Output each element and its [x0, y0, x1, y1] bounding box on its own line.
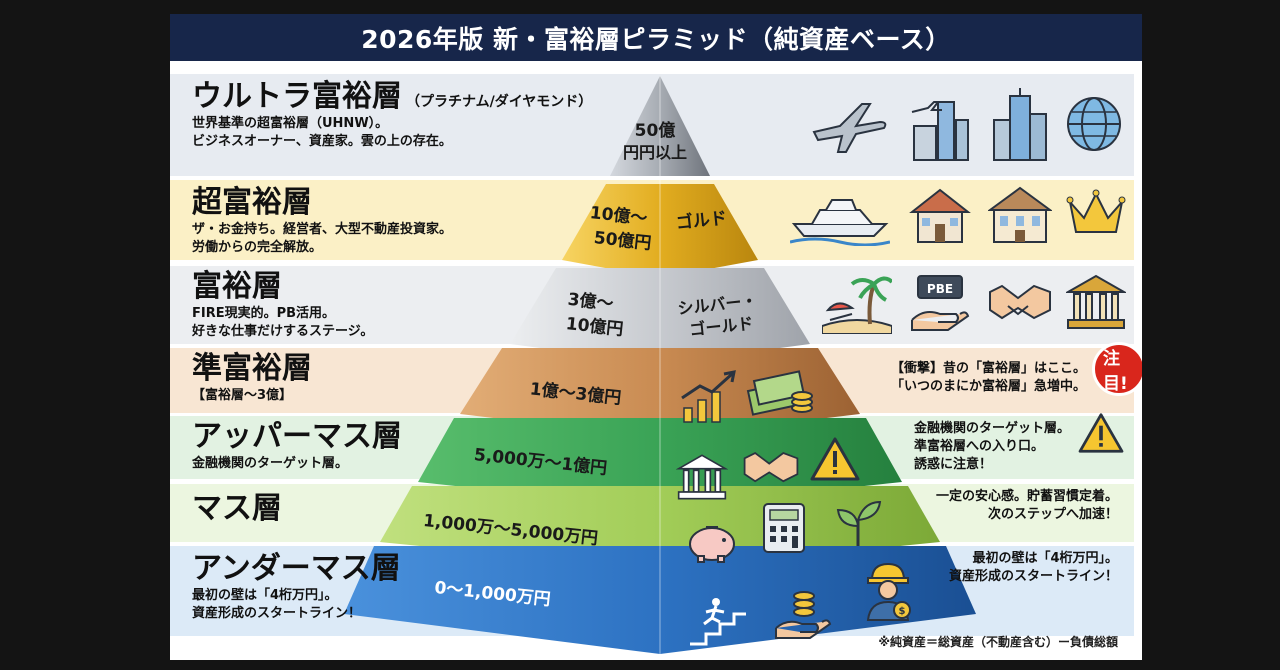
tier-semi-name: 準富裕層: [192, 351, 312, 386]
note-mass: 一定の安心感。貯蓄習慣定着。 次のステップへ加速！: [936, 488, 1118, 524]
yacht-icon: [790, 199, 890, 246]
worker-icon: $: [866, 562, 911, 621]
tier-wealthy-shape: [510, 268, 810, 364]
tier-super-text: 超富裕層 ザ・お金持ち。経営者、大型不動産投資家。労働からの完全解放。: [192, 186, 452, 256]
tier-ultra-text: ウルトラ富裕層（プラチナム/ダイヤモンド） 世界基準の超富裕層（UHNW）。ビジ…: [192, 80, 592, 150]
note-mass-1: 一定の安心感。貯蓄習慣定着。: [935, 489, 1118, 504]
crown-icon: [1066, 189, 1126, 233]
runner-stairs-icon: [690, 598, 746, 646]
tier-under-mass-name: アンダーマス層: [192, 551, 401, 586]
note-mass-2: 次のステップへ加速！: [987, 507, 1118, 523]
tier-semi-text: 準富裕層 【富裕層～3億】: [192, 352, 312, 405]
tier-wealthy-desc-2: 好きな仕事だけするステージ。: [192, 323, 374, 339]
private-bank-icon: PBE: [911, 275, 970, 331]
range-ultra-2: 円円以上: [623, 143, 687, 162]
tier-wealthy-text: 富裕層 FIRE現実的。PB活用。好きな仕事だけするステージ。: [192, 270, 373, 340]
page-title: 2026年版 新・富裕層ピラミッド（純資産ベース）: [361, 24, 951, 54]
tier-wealthy-name: 富裕層: [192, 269, 282, 304]
tier-under-mass-desc-2: 資産形成のスタートライン！: [192, 605, 362, 621]
villa-icon: [988, 186, 1052, 243]
tier-wealthy-desc-1: FIRE現実的。PB活用。: [192, 306, 336, 321]
tier-upper-mass-text: アッパーマス層 金融機関のターゲット層。: [192, 420, 402, 473]
tier-super-desc-1: ザ・お金持ち。経営者、大型不動産投資家。: [192, 222, 453, 237]
tier-ultra-desc-2: ビジネスオーナー、資産家。雲の上の存在。: [192, 133, 452, 149]
note-upper-mass-2: 準富裕層への入り口。: [913, 439, 1044, 455]
city-skyline-icon: [911, 101, 969, 161]
beach-icon: [822, 276, 892, 334]
title-bar: 2026年版 新・富裕層ピラミッド（純資産ベース）: [170, 14, 1142, 61]
note-semi: 【衝撃】昔の「富裕層」はここ。 「いつのまにか富裕層」急増中。: [891, 360, 1086, 396]
coin-hand-icon: [775, 591, 832, 639]
note-upper-mass-1: 金融機関のターゲット層。: [913, 421, 1070, 436]
bank-icon: [1066, 274, 1126, 329]
note-upper-mass-3: 誘惑に注意！: [913, 457, 992, 473]
svg-text:PBE: PBE: [927, 282, 953, 296]
attention-badge: 注目!: [1092, 342, 1142, 396]
calculator-icon: [763, 503, 805, 553]
handshake-icon: [989, 284, 1051, 320]
warning-icon: [1078, 413, 1124, 453]
note-semi-2: 「いつのまにか富裕層」急増中。: [890, 379, 1086, 395]
tier-ultra-name: ウルトラ富裕層: [192, 79, 402, 114]
growth-chart-icon: [681, 370, 736, 423]
svg-text:$: $: [899, 606, 906, 617]
tier-upper-mass-name: アッパーマス層: [192, 419, 402, 454]
note-under-mass: 最初の壁は「4桁万円」。 資産形成のスタートライン！: [949, 550, 1118, 586]
tier-under-mass-desc-1: 最初の壁は「4桁万円」。: [192, 588, 338, 603]
tier-mass-name: マス層: [192, 491, 282, 526]
tier-super-shape: [562, 184, 758, 278]
bank-icon: [676, 454, 728, 500]
footnote: ※純資産＝総資産（不動産含む）ー負債総額: [878, 635, 1118, 649]
tier-upper-mass-shape: [418, 418, 902, 508]
tier-ultra-sub: （プラチナム/ダイヤモンド）: [406, 94, 593, 110]
note-upper-mass: 金融機関のターゲット層。 準富裕層への入り口。 誘惑に注意！: [914, 420, 1070, 475]
tier-super-name: 超富裕層: [192, 185, 312, 220]
sprout-icon: [836, 500, 882, 546]
money-stack-icon: [746, 370, 813, 416]
handshake-icon: [743, 452, 799, 483]
note-under-mass-2: 資産形成のスタートライン！: [948, 569, 1118, 585]
note-under-mass-1: 最初の壁は「4桁万円」。: [972, 551, 1118, 566]
pyramid-card: 2026年版 新・富裕層ピラミッド（純資産ベース） 50億: [170, 14, 1142, 660]
globe-icon: [1067, 97, 1121, 151]
tier-ultra-shape: [610, 76, 710, 176]
tier-ultra-desc-1: 世界基準の超富裕層（UHNW）。: [192, 116, 389, 131]
airplane-icon: [812, 103, 887, 153]
tier-semi-desc-1: 【富裕層～3億】: [192, 388, 293, 403]
tier-semi-shape: [460, 348, 860, 438]
tier-mass-text: マス層: [192, 492, 282, 525]
attention-badge-label: 注目!: [1103, 349, 1128, 394]
note-semi-1: 【衝撃】昔の「富裕層」はここ。: [890, 361, 1086, 376]
mansion-icon: [909, 188, 971, 243]
warning-icon: [810, 437, 860, 481]
range-wealthy-1: 3億～: [567, 289, 615, 315]
tier-under-mass-text: アンダーマス層 最初の壁は「4桁万円」。資産形成のスタートライン！: [192, 552, 401, 622]
skyscraper-icon: [993, 88, 1047, 161]
piggy-bank-icon: [689, 526, 735, 563]
tier-upper-mass-desc-1: 金融機関のターゲット層。: [192, 456, 349, 471]
range-ultra-1: 50億: [635, 120, 676, 141]
tier-super-desc-2: 労働からの完全解放。: [192, 239, 323, 255]
